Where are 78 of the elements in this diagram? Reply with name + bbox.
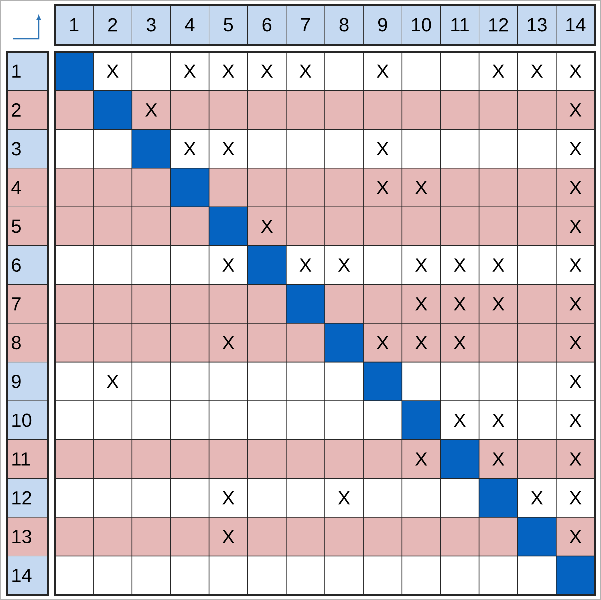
column-header: 7 (286, 5, 325, 45)
cell-mark: X (454, 414, 466, 427)
cell-mark: X (416, 181, 428, 194)
column-header: 4 (171, 5, 209, 45)
cell-mark: X (570, 104, 582, 117)
column-header: 2 (94, 5, 132, 45)
column-header: 10 (402, 5, 440, 45)
cell-mark: X (222, 530, 234, 544)
cell-mark: X (300, 258, 312, 272)
row-header: 8 (7, 324, 48, 362)
column-header: 14 (556, 5, 595, 45)
cell-mark: X (454, 298, 466, 311)
cell-mark: X (492, 452, 504, 466)
column-header: 5 (210, 5, 248, 45)
cell-mark: X (146, 104, 158, 117)
cell-mark: X (184, 142, 196, 156)
cell-mark: X (492, 414, 504, 427)
column-header: 13 (518, 5, 556, 45)
cell-mark: X (570, 181, 582, 194)
cell-mark: X (492, 64, 504, 78)
column-header: 3 (132, 5, 170, 45)
column-header: 8 (325, 5, 364, 45)
row-header: 9 (7, 362, 48, 401)
cell-mark: X (376, 181, 389, 194)
cell-mark: X (570, 530, 582, 544)
cell-mark: X (570, 298, 582, 311)
cell-mark: X (492, 258, 504, 272)
row-header: 5 (7, 208, 48, 246)
cell-mark: X (338, 492, 350, 505)
row-header: 7 (7, 285, 48, 324)
cell-mark: X (106, 64, 119, 78)
row-header: 2 (7, 91, 48, 130)
cell-mark: X (416, 298, 428, 311)
row-header: 14 (7, 556, 48, 595)
cell-mark: X (570, 492, 582, 505)
cell-mark: X (261, 64, 274, 78)
cell-mark: X (222, 336, 234, 350)
cell-mark: X (454, 258, 466, 272)
row-header: 3 (7, 130, 48, 168)
cell-mark: X (570, 258, 582, 272)
cell-mark: X (261, 220, 274, 234)
cell-mark: X (376, 142, 389, 156)
column-header: 9 (364, 5, 402, 45)
cell-mark: X (222, 492, 234, 505)
cell-mark: X (184, 64, 196, 78)
row-header: 11 (7, 440, 48, 478)
cell-mark: X (222, 64, 234, 78)
cell-mark: X (222, 142, 234, 156)
cell-mark: X (570, 336, 582, 350)
cell-mark: X (570, 220, 582, 234)
cell-mark: X (492, 298, 504, 311)
column-header: 6 (248, 5, 286, 45)
row-header: 4 (7, 168, 48, 207)
cell-mark: X (454, 336, 466, 350)
cell-mark: X (570, 64, 582, 78)
cell-mark: X (570, 142, 582, 156)
cell-mark: X (416, 258, 428, 272)
cell-mark: X (570, 414, 582, 427)
row-header: 1 (7, 52, 48, 90)
cell-mark: X (531, 492, 544, 505)
cell-mark: X (338, 258, 350, 272)
row-header: 12 (7, 479, 48, 518)
row-header: 10 (7, 401, 48, 440)
cell-mark: X (376, 336, 389, 350)
column-header: 11 (441, 5, 479, 45)
cell-mark: X (570, 452, 582, 466)
cell-mark: X (570, 375, 582, 388)
cell-mark: X (222, 258, 234, 272)
cell-mark: X (376, 64, 389, 78)
cell-mark: X (416, 336, 428, 350)
cell-mark: X (106, 375, 119, 388)
row-header: 6 (7, 246, 48, 284)
cell-mark: X (416, 452, 428, 466)
row-header: 13 (7, 518, 48, 556)
cell-mark: X (531, 64, 544, 78)
column-header: 12 (480, 5, 518, 45)
column-header: 1 (55, 5, 94, 45)
cell-mark: X (300, 64, 312, 78)
